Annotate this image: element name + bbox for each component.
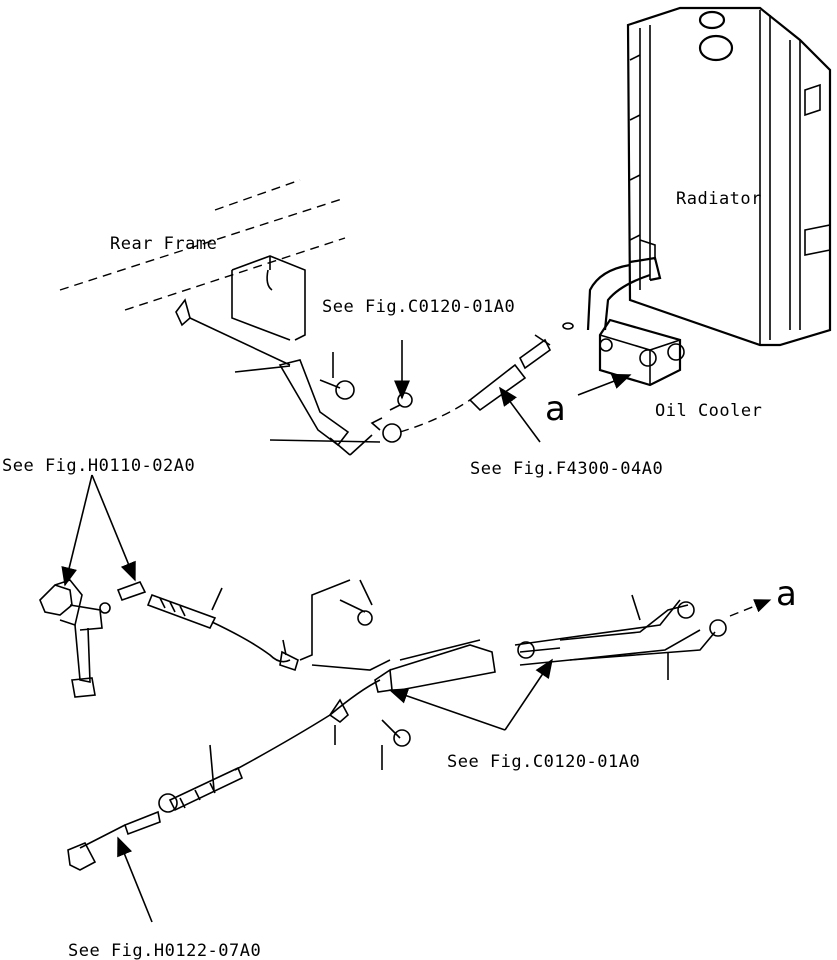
label-see-c0120-bottom: See Fig.C0120-01A0	[447, 752, 640, 772]
label-see-c0120-top: See Fig.C0120-01A0	[322, 297, 515, 317]
rear-frame	[59, 179, 346, 341]
label-oil-cooler: Oil Cooler	[655, 401, 762, 421]
oil-cooler	[562, 256, 685, 387]
radiator	[626, 6, 832, 347]
label-radiator: Radiator	[676, 189, 762, 209]
label-rear-frame: Rear Frame	[110, 234, 217, 254]
lower-assembly	[39, 579, 727, 871]
upper-hose	[175, 298, 552, 456]
connector-a-right: a	[776, 574, 797, 614]
label-see-h0110: See Fig.H0110-02A0	[2, 456, 195, 476]
label-see-h0122: See Fig.H0122-07A0	[68, 941, 261, 960]
leader-lines	[61, 340, 772, 923]
label-see-f4300: See Fig.F4300-04A0	[470, 459, 663, 479]
labels: Radiator Rear Frame Oil Cooler See Fig.C…	[2, 189, 797, 960]
connector-a-top: a	[545, 389, 566, 429]
